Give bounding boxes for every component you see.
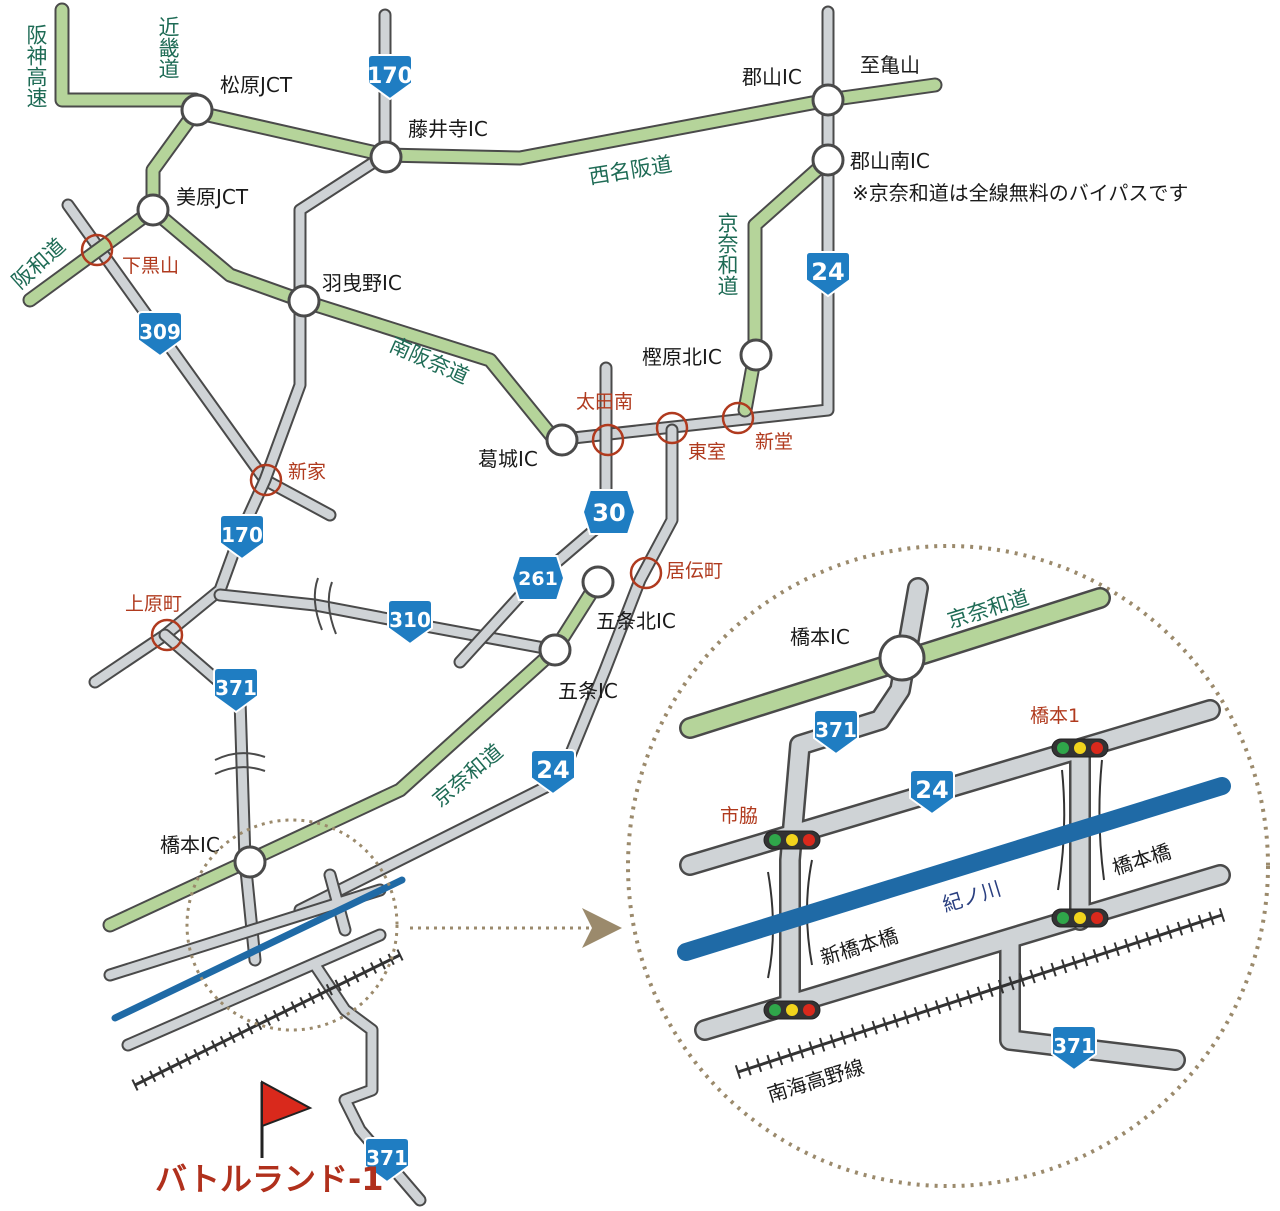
- svg-text:170: 170: [367, 64, 413, 89]
- route-shield-170-top: 170: [367, 54, 413, 100]
- zoom-circle-small: [185, 818, 399, 1032]
- crossing-shindo: [721, 401, 755, 435]
- node-koriyama-ic: [811, 83, 845, 117]
- nankai-railway-main: [131, 949, 404, 1091]
- inset-node-hashimoto-ic: [878, 634, 926, 682]
- label-higashimuro: 東室: [688, 441, 726, 463]
- svg-text:371: 371: [215, 676, 257, 700]
- label-hashimoto-ic: 橋本IC: [160, 833, 220, 857]
- label-shimokuroyama: 下黒山: [122, 255, 179, 277]
- label-fujiidera-ic: 藤井寺IC: [408, 117, 488, 141]
- crossing-labels: 下黒山 新家 上原町 太田南 東室 新堂 居伝町: [122, 255, 793, 615]
- route-shield-24-lower: 24: [530, 749, 576, 795]
- svg-text:261: 261: [518, 568, 558, 590]
- node-matsubara-jct: [180, 93, 214, 127]
- crossing-higashimuro: [655, 411, 689, 445]
- node-habikino-ic: [287, 284, 321, 318]
- traffic-light-icon: [763, 830, 821, 850]
- route-shield-309: 309: [137, 311, 183, 357]
- traffic-light-icon: [1051, 738, 1109, 758]
- label-habikino-ic: 羽曳野IC: [322, 271, 402, 295]
- label-shinke: 新家: [288, 461, 326, 483]
- route-shield-170-mid: 170: [219, 514, 265, 560]
- label-koriyama-ic: 郡山IC: [742, 65, 802, 89]
- label-kinki: 近畿道: [156, 16, 180, 79]
- node-kashihara-kita-ic: [739, 338, 773, 372]
- inset-map: 371 24 371 橋本IC 京奈和道 橋本1 市脇 紀ノ川 橋本橋 新橋本橋…: [626, 544, 1270, 1188]
- ordinary-roads: [61, 5, 835, 1207]
- crossing-iden: [629, 556, 663, 590]
- arrow-head-icon: [582, 908, 622, 948]
- destination-flag: [260, 1080, 313, 1158]
- crossing-shimokuroyama: [80, 233, 114, 267]
- note-to-kameyama: 至亀山: [860, 53, 920, 77]
- crossing-kamiharacho: [150, 618, 184, 652]
- label-katsuragi-ic: 葛城IC: [478, 447, 538, 471]
- label-hanshin: 阪神高速: [24, 24, 48, 108]
- node-fujiidera-ic: [369, 140, 403, 174]
- note-keinawa-free: ※京奈和道は全線無料のバイパスです: [852, 181, 1188, 205]
- label-otaminami: 太田南: [576, 391, 633, 413]
- label-gojo-ic: 五条IC: [558, 679, 618, 703]
- node-mihara-jct: [136, 193, 170, 227]
- label-gojo-kita-ic: 五条北IC: [596, 609, 676, 633]
- label-nishi-meihan: 西名阪道: [587, 152, 674, 189]
- label-iden: 居伝町: [666, 560, 723, 582]
- route-shield-371-bottom: 371: [364, 1137, 410, 1183]
- inset-shield-371-top: 371: [813, 709, 859, 755]
- crossing-markers: [80, 233, 755, 652]
- svg-text:24: 24: [536, 756, 569, 784]
- interchange-labels: 松原JCT 藤井寺IC 美原JCT 羽曳野IC 郡山IC 郡山南IC 樫原北IC…: [160, 65, 930, 857]
- destination-name: バトルランド-1: [155, 1160, 384, 1198]
- route-shield-310: 310: [387, 599, 433, 645]
- label-matsubara-jct: 松原JCT: [220, 73, 293, 97]
- node-hashimoto-ic: [233, 845, 267, 879]
- crossing-shinke: [249, 463, 283, 497]
- label-keinawa-north: 京奈和道: [715, 212, 739, 296]
- node-katsuragi-ic: [545, 423, 579, 457]
- label-shindo: 新堂: [755, 431, 793, 453]
- node-gojo-kita-ic: [581, 565, 615, 599]
- svg-text:24: 24: [915, 776, 948, 804]
- node-koriyama-minami-ic: [811, 143, 845, 177]
- label-kamiharacho: 上原町: [125, 593, 182, 615]
- svg-text:310: 310: [389, 608, 431, 632]
- label-mihara-jct: 美原JCT: [176, 185, 249, 209]
- svg-text:371: 371: [815, 718, 857, 742]
- svg-text:371: 371: [366, 1146, 408, 1170]
- route-shield-261: 261: [511, 555, 565, 601]
- svg-text:24: 24: [811, 258, 844, 286]
- label-koriyama-minami-ic: 郡山南IC: [850, 149, 930, 173]
- route-shield-371-left: 371: [213, 667, 259, 713]
- route-shield-24-right: 24: [805, 251, 851, 297]
- inset-shield-371-bottom: 371: [1051, 1025, 1097, 1071]
- inset-label-hashimoto-ic: 橋本IC: [790, 625, 850, 649]
- crossing-otaminami: [591, 423, 625, 457]
- inset-label-hashimoto1: 橋本1: [1030, 705, 1080, 727]
- label-kashihara-kita-ic: 樫原北IC: [642, 345, 722, 369]
- traffic-light-icon: [1051, 908, 1109, 928]
- svg-text:30: 30: [592, 499, 625, 527]
- inset-label-ichiwaki: 市脇: [720, 805, 758, 827]
- svg-text:371: 371: [1053, 1034, 1095, 1058]
- node-gojo-ic: [538, 633, 572, 667]
- kinokawa-river-main: [111, 876, 406, 1022]
- svg-text:170: 170: [221, 523, 263, 547]
- route-shield-30: 30: [582, 489, 636, 535]
- inset-shield-24: 24: [909, 769, 955, 815]
- interchange-nodes: [136, 83, 845, 879]
- traffic-light-icon: [763, 1000, 821, 1020]
- svg-text:309: 309: [139, 320, 181, 344]
- kinokawa-river-inset: [677, 777, 1231, 961]
- road-break-marks: [214, 577, 337, 775]
